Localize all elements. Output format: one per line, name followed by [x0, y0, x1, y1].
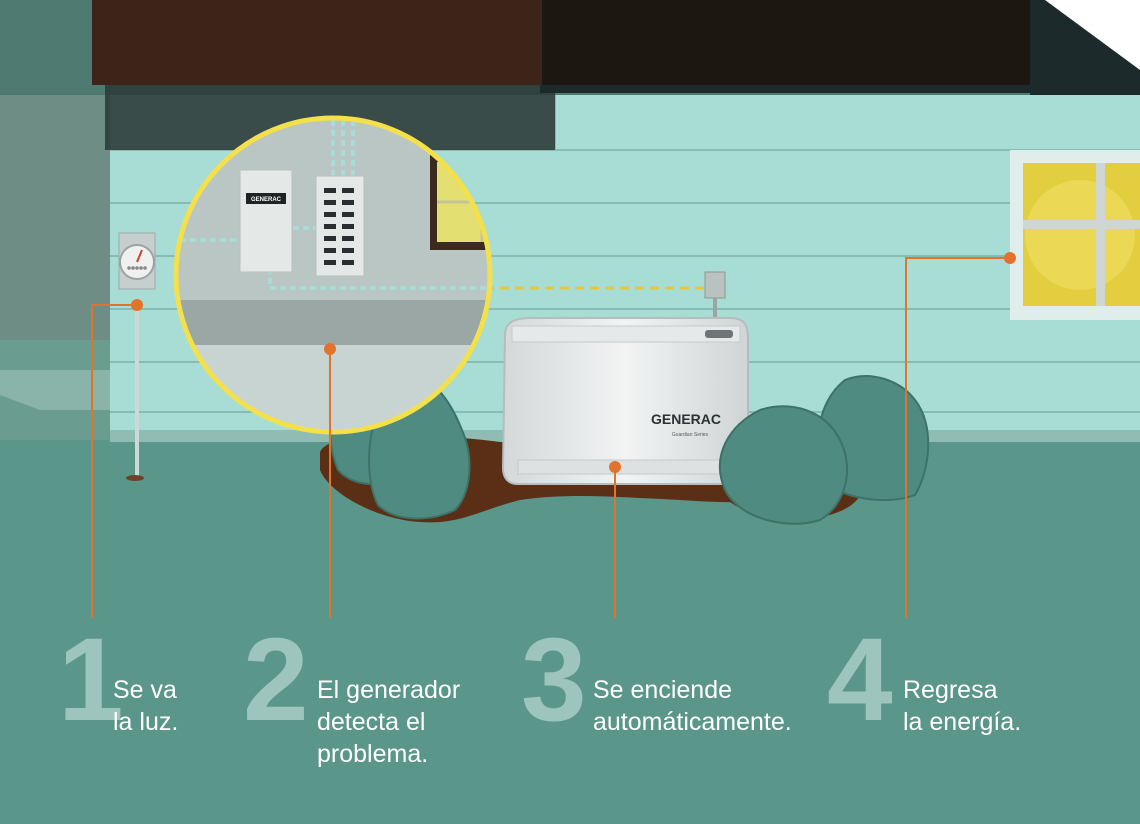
- callout-dot-4: [1004, 252, 1016, 264]
- callout-lines: [91, 257, 1010, 618]
- sidewalk: [0, 370, 120, 410]
- step-1: 1 Se va la luz.: [58, 614, 238, 780]
- breaker-panel: [315, 175, 365, 277]
- generator-series-label: Guardian Series: [672, 432, 709, 438]
- step-text: El generador detecta el problema.: [317, 676, 461, 768]
- step-number: 3: [521, 614, 587, 746]
- callout-dot-2: [324, 343, 336, 355]
- lit-window: [1010, 150, 1140, 320]
- step-number: 1: [58, 614, 124, 746]
- transfer-switch-icon: GENERAC: [239, 169, 293, 273]
- transfer-switch-logo: GENERAC: [251, 197, 282, 203]
- electric-meter-icon: [118, 232, 156, 481]
- step-4: 4 Regresa la energía.: [827, 614, 1057, 780]
- step-text: Se va la luz.: [113, 676, 179, 736]
- generator-logo: GENERAC: [651, 411, 721, 427]
- step-number: 4: [827, 614, 893, 746]
- step-text: Regresa la energía.: [903, 676, 1022, 736]
- callout-dot-3: [609, 461, 621, 473]
- generator-icon: GENERAC Guardian Series: [501, 317, 749, 485]
- step-3: 3 Se enciende automáticamente.: [521, 614, 821, 780]
- step-2: 2 El generador detecta el problema.: [243, 614, 503, 780]
- roof: [92, 0, 1140, 150]
- step-text: Se enciende automáticamente.: [593, 676, 792, 736]
- callout-dot-1: [131, 299, 143, 311]
- step-number: 2: [243, 614, 309, 746]
